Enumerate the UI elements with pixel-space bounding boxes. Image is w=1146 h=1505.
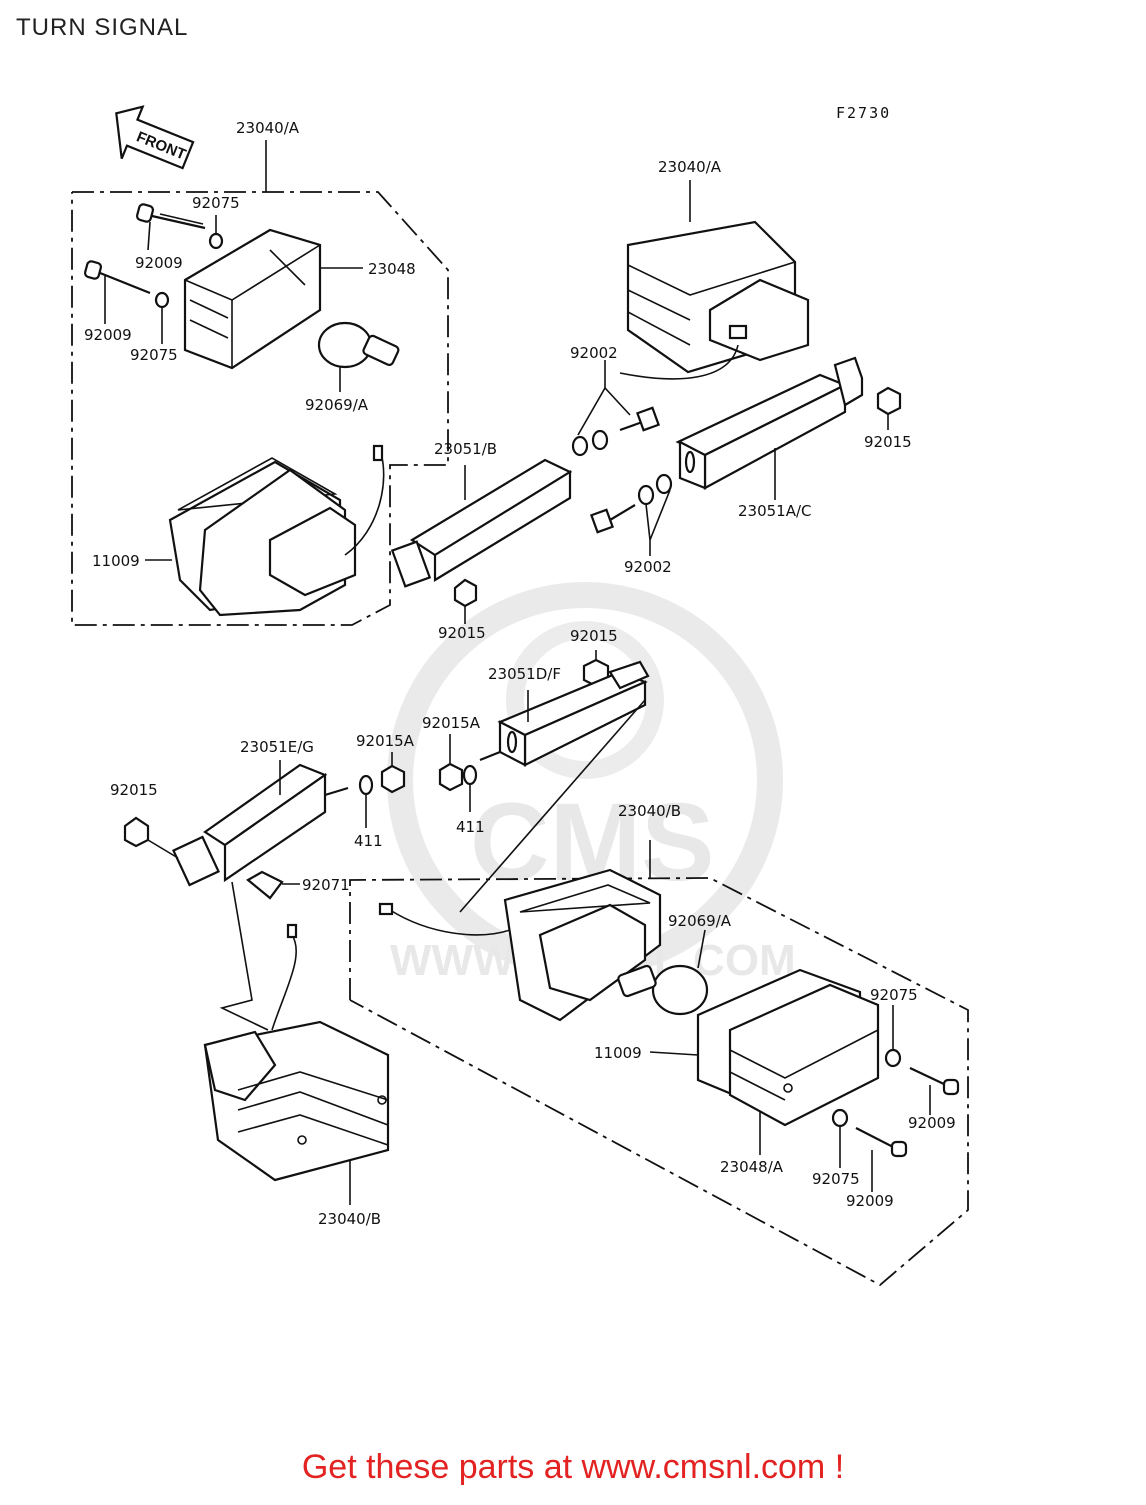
bulb-top-left [317, 321, 400, 392]
figure-code: F2730 [836, 104, 891, 122]
washer-upper-left [208, 215, 224, 250]
screw-lower-right-a [884, 1005, 960, 1115]
bolt-92002-lower [589, 473, 673, 556]
label-23051B: 23051/B [434, 440, 497, 458]
label-92015A-b: 92015A [356, 732, 415, 750]
lens-lower-right [649, 968, 880, 1155]
label-92075-c: 92075 [870, 986, 918, 1004]
label-411-a: 411 [456, 818, 485, 836]
front-arrow-icon: FRONT [115, 105, 195, 170]
label-92009-c: 92009 [908, 1114, 956, 1132]
label-92015-a: 92015 [438, 624, 486, 642]
label-92009-d: 92009 [846, 1192, 894, 1210]
screw-upper-left [135, 203, 206, 251]
label-23040B-mid: 23040/B [618, 802, 681, 820]
bolt-92002-upper [571, 360, 661, 457]
label-23051EG: 23051E/G [240, 738, 314, 756]
screw-lower-left [83, 260, 151, 324]
label-92069A-a: 92069/A [305, 396, 369, 414]
housing-top-left [145, 444, 385, 617]
lamp-23040B-bottom [203, 923, 390, 1205]
label-23040A-top-right: 23040/A [658, 158, 722, 176]
screw-lower-right-b [831, 1108, 908, 1192]
lens-housing-top-left [183, 228, 363, 370]
label-92009-b: 92009 [84, 326, 132, 344]
stalk-23051AC [675, 356, 864, 500]
top-left-assembly-boundary [71, 140, 449, 626]
page-title: TURN SIGNAL [16, 14, 189, 41]
label-92015-c: 92015 [570, 627, 618, 645]
footer-link[interactable]: Get these parts at www.cmsnl.com ! [301, 1448, 845, 1486]
label-92075-b: 92075 [130, 346, 178, 364]
label-92071: 92071 [302, 876, 350, 894]
label-411-b: 411 [354, 832, 383, 850]
nut-92015A-right [438, 734, 478, 812]
connector-lines [219, 699, 651, 1031]
stalk-23051DF [479, 660, 650, 767]
clamp-92071 [246, 870, 300, 900]
nut-92015-a [453, 578, 478, 624]
label-23040B-bottom: 23040/B [318, 1210, 381, 1228]
lamp-top-right [619, 180, 810, 380]
label-23051AC: 23051A/C [738, 502, 812, 520]
label-92069A-b: 92069/A [668, 912, 732, 930]
label-92015-d: 92015 [110, 781, 158, 799]
nut-92015A-left [358, 752, 406, 828]
label-23051DF: 23051D/F [488, 665, 561, 683]
label-92015-b: 92015 [864, 433, 912, 451]
label-23048A: 23048/A [720, 1158, 784, 1176]
nut-92015-d [123, 816, 179, 859]
washer-lower-left [154, 291, 170, 344]
label-92002-a: 92002 [570, 344, 618, 362]
bulb-lower-right [617, 929, 709, 1016]
stalk-23051EG [172, 760, 349, 887]
label-92015A-a: 92015A [422, 714, 481, 732]
nut-92015-b [876, 386, 902, 430]
label-23048: 23048 [368, 260, 416, 278]
label-92009-a: 92009 [135, 254, 183, 272]
label-11009-a: 11009 [92, 552, 140, 570]
lower-right-assembly-boundary [349, 877, 969, 1287]
label-11009-b: 11009 [594, 1044, 642, 1062]
label-92075-d: 92075 [812, 1170, 860, 1188]
stalk-23051B [390, 458, 573, 588]
label-92075-a: 92075 [192, 194, 240, 212]
label-23040A-top-left: 23040/A [236, 119, 300, 137]
label-92002-b: 92002 [624, 558, 672, 576]
